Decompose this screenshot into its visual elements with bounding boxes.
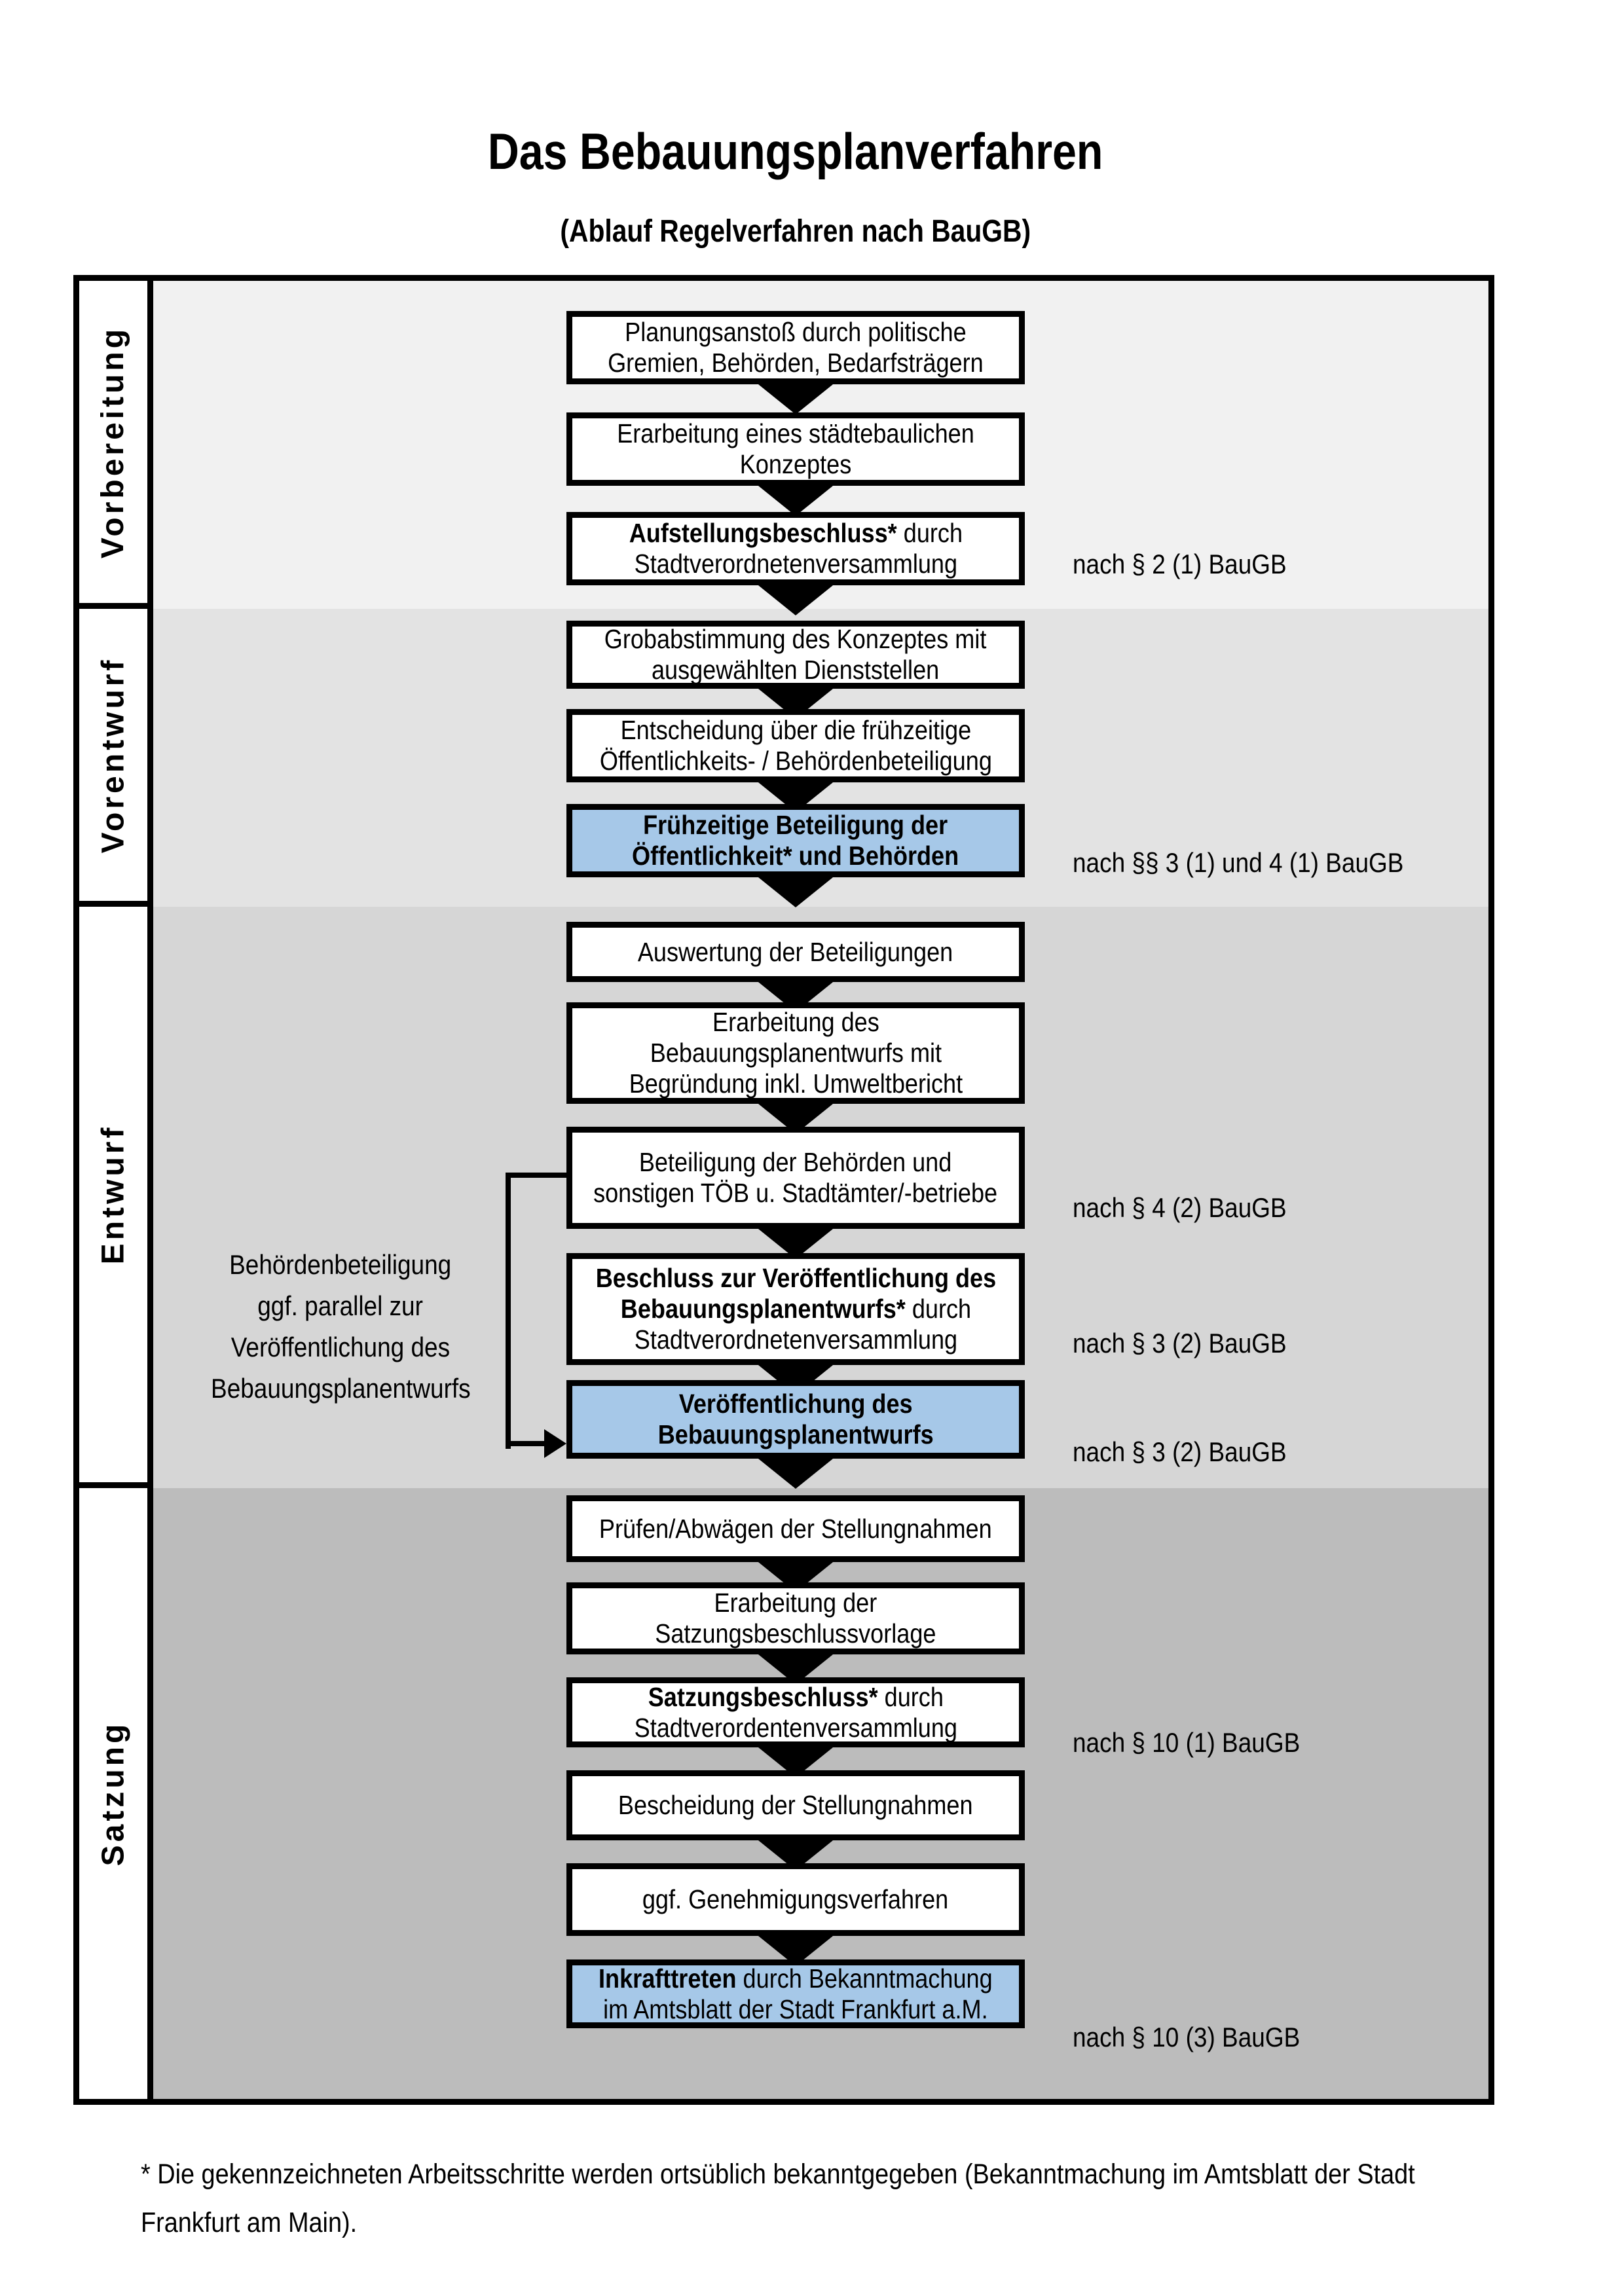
connector-line: [506, 1441, 546, 1446]
flow-box-auswertung: Auswertung der Beteiligungen: [566, 922, 1025, 982]
law-reference-veroeffentlichung: nach § 3 (2) BauGB: [1073, 1436, 1287, 1467]
arrow-down-icon: [755, 583, 836, 615]
flow-box-text: Prüfen/Abwägen der Stellungnahmen: [599, 1513, 992, 1544]
phase-label-vorbereitung: Vorbereitung: [96, 325, 131, 558]
connector-line: [506, 1173, 566, 1178]
phase-cell-satzung: Satzung: [79, 1488, 147, 2099]
law-reference-behoerdenbeteiligung: nach § 4 (2) BauGB: [1073, 1192, 1287, 1223]
page-title-text: Das Bebauungsplanverfahren: [488, 122, 1103, 180]
arrow-down-icon: [755, 483, 836, 516]
flow-box-bescheidung: Bescheidung der Stellungnahmen: [566, 1770, 1025, 1840]
flow-box-pruefen-abwaegen: Prüfen/Abwägen der Stellungnahmen: [566, 1495, 1025, 1562]
arrow-down-icon: [755, 875, 836, 907]
connector-line: [506, 1173, 511, 1449]
law-reference-fruehzeitige-beteiligung: nach §§ 3 (1) und 4 (1) BauGB: [1073, 847, 1404, 878]
footnote: * Die gekennzeichneten Arbeitsschritte w…: [141, 2159, 1415, 2238]
phase-cell-vorentwurf: Vorentwurf: [79, 609, 147, 907]
phase-label-satzung: Satzung: [96, 1721, 131, 1867]
phase-label-vorentwurf: Vorentwurf: [96, 657, 131, 853]
arrow-down-icon: [755, 1456, 836, 1489]
phase-label-entwurf: Entwurf: [96, 1124, 131, 1265]
page-subtitle: (Ablauf Regelverfahren nach BauGB): [0, 213, 1591, 249]
phase-cell-entwurf: Entwurf: [79, 907, 147, 1488]
law-reference-satzungsbeschluss: nach § 10 (1) BauGB: [1073, 1727, 1301, 1758]
flow-box-text: ggf. Genehmigungsverfahren: [642, 1884, 949, 1914]
flow-box-text: Bescheidung der Stellungnahmen: [618, 1790, 973, 1820]
flow-box-text: Auswertung der Beteiligungen: [638, 936, 953, 967]
page-title: Das Bebauungsplanverfahren: [0, 122, 1591, 181]
law-reference-beschluss-veroeffentlichung: nach § 3 (2) BauGB: [1073, 1328, 1287, 1358]
law-reference-aufstellungsbeschluss: nach § 2 (1) BauGB: [1073, 549, 1287, 579]
flow-box-genehmigungsverfahren: ggf. Genehmigungsverfahren: [566, 1863, 1025, 1936]
arrow-down-icon: [755, 382, 836, 414]
law-reference-inkrafttreten: nach § 10 (3) BauGB: [1073, 2022, 1301, 2052]
page-subtitle-text: (Ablauf Regelverfahren nach BauGB): [560, 214, 1031, 249]
connector-arrow-icon: [544, 1429, 566, 1458]
phase-cell-vorbereitung: Vorbereitung: [79, 281, 147, 609]
